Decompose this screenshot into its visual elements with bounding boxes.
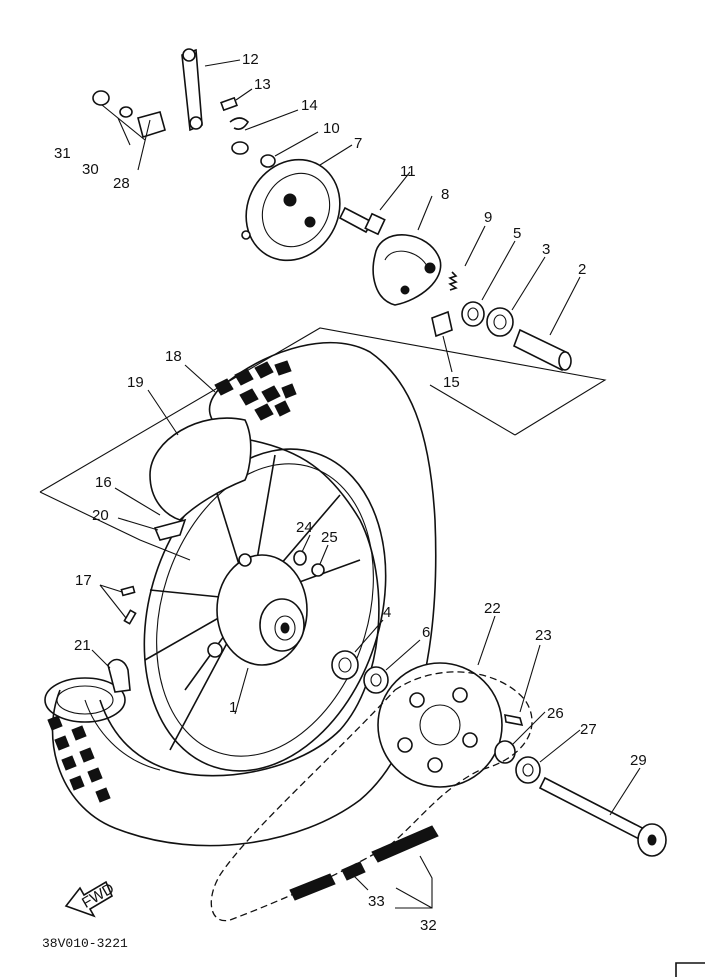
brake-plate: [241, 158, 341, 262]
callout-31: 31: [54, 145, 71, 162]
lever-small-parts: [92, 90, 276, 168]
callout-21: 21: [74, 637, 91, 654]
brake-spring: [448, 271, 458, 291]
hub: [207, 553, 308, 666]
tire: [44, 341, 437, 847]
rear-axle: [538, 776, 667, 857]
callout-9: 9: [484, 209, 492, 226]
callout-27: 27: [580, 721, 597, 738]
callout-24: 24: [296, 519, 313, 536]
callout-28: 28: [113, 175, 130, 192]
callout-17: 17: [75, 572, 92, 589]
callout-3: 3: [542, 241, 550, 258]
callout-10: 10: [323, 120, 340, 137]
callout-19: 19: [127, 374, 144, 391]
rear-sprocket: [377, 662, 503, 788]
bearings-left: [331, 650, 389, 694]
callout-5: 5: [513, 225, 521, 242]
callout-18: 18: [165, 348, 182, 365]
callout-6: 6: [422, 624, 430, 641]
leader-lines: [91, 59, 641, 909]
tire-tread-top: [214, 360, 297, 421]
tire-tread-bottom: [47, 715, 111, 803]
fwd-label: FWD: [79, 880, 117, 912]
callout-33: 33: [368, 893, 385, 910]
inner-tube: [149, 417, 252, 541]
sprocket-hardware: [494, 713, 541, 784]
page-corner-mark: [675, 962, 705, 977]
callout-16: 16: [95, 474, 112, 491]
callout-14: 14: [301, 97, 318, 114]
callout-2: 2: [578, 261, 586, 278]
shoe-clip: [431, 310, 453, 338]
callout-25: 25: [321, 529, 338, 546]
callout-30: 30: [82, 161, 99, 178]
callout-13: 13: [254, 76, 271, 93]
spoke-nipples: [120, 585, 137, 625]
callout-29: 29: [630, 752, 647, 769]
callout-7: 7: [354, 135, 362, 152]
callout-22: 22: [484, 600, 501, 617]
rim-lock: [107, 658, 131, 693]
callout-15: 15: [443, 374, 460, 391]
callout-1: 1: [229, 699, 237, 716]
callout-8: 8: [441, 186, 449, 203]
callout-4: 4: [383, 604, 391, 621]
brake-shoes: [372, 234, 442, 306]
bearings-collars-right: [461, 301, 572, 372]
callout-26: 26: [547, 705, 564, 722]
forward-direction-arrow: FWD: [64, 880, 117, 918]
chain-links: [289, 825, 439, 901]
brake-camshaft: [338, 206, 386, 236]
callout-23: 23: [535, 627, 552, 644]
callout-11: 11: [400, 163, 416, 180]
callout-20: 20: [92, 507, 109, 524]
callout-32: 32: [420, 917, 437, 934]
assembly-frame-lines: [39, 327, 607, 561]
tire-bead-opening: [44, 677, 126, 723]
camshaft-lever: [181, 48, 203, 132]
rim: [143, 448, 387, 772]
callout-12: 12: [242, 51, 259, 68]
callout-labels: 1 2 3 4 5 6 7 8 9 10 11 12 13 14 15 16 1…: [54, 51, 647, 934]
diagram-code: 38V010-3221: [42, 936, 128, 951]
hub-nuts: [293, 550, 325, 577]
